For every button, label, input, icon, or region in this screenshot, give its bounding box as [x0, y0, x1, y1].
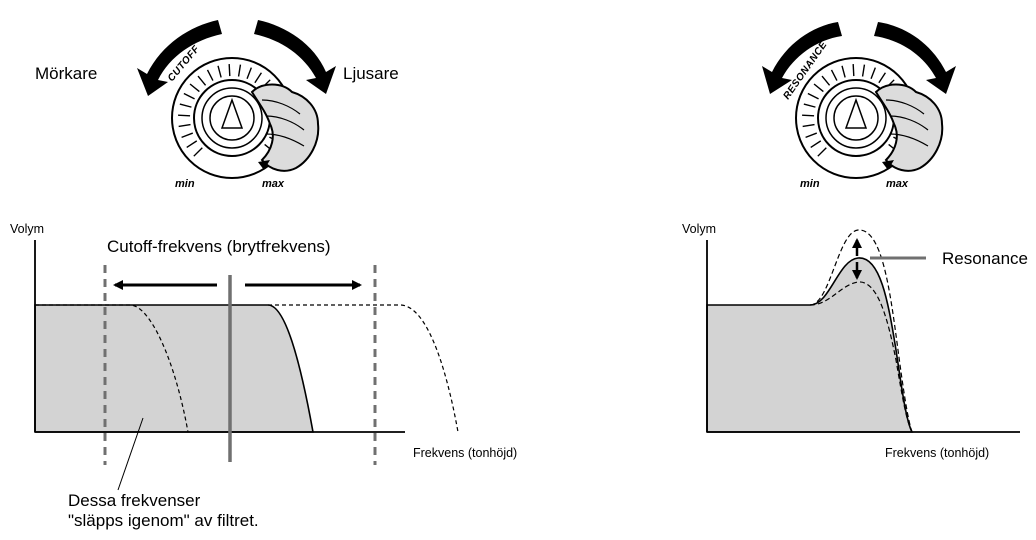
passband-note-line1: Dessa frekvenser	[68, 491, 201, 510]
dial-tick	[853, 64, 854, 76]
resonance-label: Resonance	[942, 249, 1028, 268]
knob-min-label: min	[800, 178, 820, 190]
dial-tick	[229, 64, 230, 76]
cutoff-knob[interactable]: CUTOFF min max	[137, 20, 336, 190]
x-axis-label: Frekvens (tonhöjd)	[413, 446, 517, 460]
resonance-knob[interactable]: RESONANCE min max	[762, 22, 956, 190]
resonance-graph: Volym Resonance Frekvens (tonhöjd)	[682, 222, 1028, 460]
knob-max-label: max	[262, 178, 285, 190]
passband-area	[35, 305, 313, 432]
knob-min-label: min	[175, 178, 195, 190]
dial-tick	[178, 115, 190, 116]
x-axis-label: Frekvens (tonhöjd)	[885, 446, 989, 460]
y-axis-label: Volym	[10, 222, 44, 236]
passband-note-line2: "släpps igenom" av filtret.	[68, 511, 259, 530]
y-axis-label: Volym	[682, 222, 716, 236]
dial-tick	[802, 115, 814, 116]
resonance-area	[707, 258, 912, 432]
cutoff-graph: Volym Cutoff-frekvens (brytfrekvens) Fre…	[10, 222, 517, 530]
knob-max-label: max	[886, 178, 909, 190]
darker-label: Mörkare	[35, 64, 97, 83]
brighter-label: Ljusare	[343, 64, 399, 83]
cutoff-frequency-label: Cutoff-frekvens (brytfrekvens)	[107, 237, 331, 256]
